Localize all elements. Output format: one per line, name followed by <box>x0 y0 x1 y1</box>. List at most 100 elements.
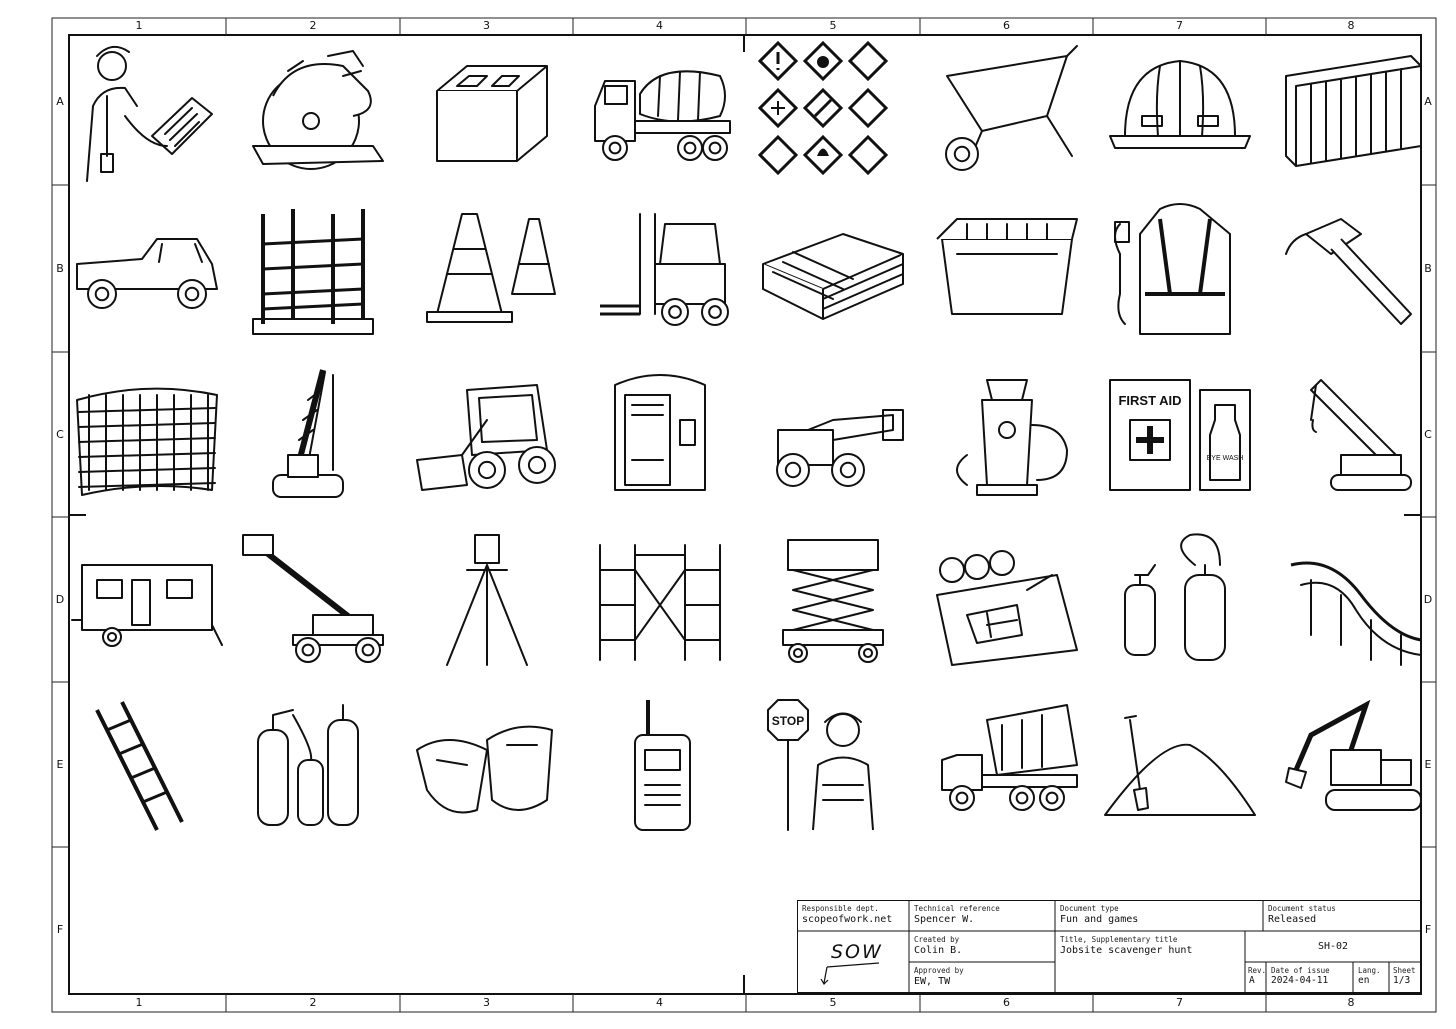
title-value: Jobsite scavenger hunt <box>1060 945 1193 956</box>
scaffolding-icon <box>598 543 721 661</box>
concrete-block-illustration <box>407 36 567 186</box>
created-by-field: Created by Colin B. <box>909 931 1055 962</box>
hazard-symbols-illustration <box>753 36 913 186</box>
logo-underline-arrow <box>820 962 880 985</box>
gas-cylinders-icon <box>257 703 359 826</box>
row-label-left-D: D <box>55 592 65 606</box>
scissor-lift-icon <box>782 538 884 663</box>
dumpster-illustration <box>927 194 1087 344</box>
created-by-value: Colin B. <box>914 945 963 956</box>
row-label-left-F: F <box>56 922 64 936</box>
rebar-cage-icon <box>252 208 374 335</box>
row-label-right-F: F <box>1424 922 1432 936</box>
title-field: Title, Supplementary title Jobsite scave… <box>1055 931 1245 993</box>
column-label-bottom-4: 4 <box>656 996 663 1009</box>
approved-by-field: Approved by EW, TW <box>909 962 1055 993</box>
work-gloves-icon <box>415 725 553 813</box>
date-field: Date of issue 2024-04-11 <box>1266 962 1353 993</box>
portable-toilet-icon <box>613 373 706 491</box>
column-label-bottom-3: 3 <box>483 996 490 1009</box>
crawler-crane-icon <box>1310 378 1412 491</box>
shipping-container-icon <box>1285 54 1422 167</box>
document-status-value: Released <box>1268 914 1317 925</box>
skid-steer-loader-icon <box>415 383 556 491</box>
work-gloves-illustration <box>407 690 567 840</box>
wheelbarrow-illustration <box>927 36 1087 186</box>
row-label-right-E: E <box>1424 757 1432 771</box>
row-label-left-C: C <box>56 427 64 441</box>
date-value: 2024-04-11 <box>1271 975 1329 986</box>
surveying-tripod-icon <box>445 533 528 666</box>
scaffolding-illustration <box>580 525 740 675</box>
two-way-radio-illustration <box>580 690 740 840</box>
dump-truck-icon <box>940 703 1078 811</box>
wheelbarrow-icon <box>944 44 1078 171</box>
worker-with-tablet-illustration <box>67 36 227 186</box>
created-by-label: Created by <box>914 935 960 944</box>
ladder-illustration <box>67 690 227 840</box>
lang-field: Lang. en <box>1353 962 1389 993</box>
column-label-top-2: 2 <box>309 19 317 32</box>
safety-harness-illustration <box>1100 194 1260 344</box>
document-status-field: Document status Released <box>1263 900 1421 931</box>
column-label-top-1: 1 <box>135 19 143 32</box>
column-label-top-7: 7 <box>1176 19 1183 32</box>
column-label-top-8: 8 <box>1347 19 1355 32</box>
boom-lift-illustration <box>233 525 393 675</box>
row-label-right-B: B <box>1424 261 1432 275</box>
circular-saw-illustration <box>233 36 393 186</box>
row-label-left-B: B <box>56 261 64 275</box>
responsible-dept-label: Responsible dept. <box>802 904 879 913</box>
document-type-label: Document type <box>1060 904 1119 913</box>
document-id-value: SH-02 <box>1317 941 1349 952</box>
sand-pile-with-shovel-icon <box>1103 714 1256 816</box>
column-label-bottom-2: 2 <box>309 996 317 1009</box>
fire-extinguishers-illustration <box>1100 525 1260 675</box>
technical-reference-value: Spencer W. <box>914 914 975 925</box>
column-label-bottom-6: 6 <box>1003 996 1010 1009</box>
traffic-cones-icon <box>425 212 556 323</box>
sow-logo-text: SOW <box>831 941 883 963</box>
lumber-stack-illustration <box>753 194 913 344</box>
cement-mixer-truck-illustration <box>580 36 740 186</box>
fire-extinguishers-icon <box>1123 532 1226 661</box>
row-label-left-A: A <box>56 94 64 108</box>
safety-harness-icon <box>1113 202 1231 335</box>
lang-label: Lang. <box>1358 966 1381 975</box>
hazard-symbols-icon <box>757 40 889 175</box>
flagger-with-stop-sign-icon: STOP <box>767 698 874 831</box>
column-label-top-6: 6 <box>1003 19 1010 32</box>
eye-wash-label: EYE WASH <box>1206 455 1243 462</box>
technical-reference-label: Technical reference <box>914 904 1000 913</box>
portable-toilet-illustration <box>580 360 740 510</box>
stop-sign-label: STOP <box>772 714 804 728</box>
column-label-top-3: 3 <box>483 19 490 32</box>
technical-reference-field: Technical reference Spencer W. <box>909 900 1055 931</box>
document-type-value: Fun and games <box>1060 914 1139 925</box>
forklift-illustration <box>580 194 740 344</box>
row-label-right-C: C <box>1424 427 1432 441</box>
pickup-truck-icon <box>76 237 218 309</box>
document-status-label: Document status <box>1268 904 1336 913</box>
title-label: Title, Supplementary title <box>1060 935 1178 944</box>
lumber-stack-icon <box>762 232 904 320</box>
two-way-radio-icon <box>633 699 691 831</box>
shipping-container-illustration <box>1271 36 1431 186</box>
boom-lift-icon <box>242 533 384 663</box>
worker-with-tablet-icon <box>86 45 213 182</box>
claw-hammer-icon <box>1285 217 1412 325</box>
scissor-lift-illustration <box>753 525 913 675</box>
rev-value: A <box>1249 975 1255 986</box>
document-type-field: Document type Fun and games <box>1055 900 1263 931</box>
dumpster-icon <box>935 217 1078 315</box>
pickup-truck-illustration <box>67 194 227 344</box>
sheet-value: 1/3 <box>1393 975 1411 986</box>
formwork-road-icon <box>1290 561 1422 666</box>
telehandler-icon <box>776 408 904 487</box>
ladder-icon <box>95 700 184 831</box>
pile-driver-icon <box>272 368 344 498</box>
hard-hat-illustration <box>1100 36 1260 186</box>
safety-net-illustration <box>67 360 227 510</box>
telehandler-illustration <box>753 360 913 510</box>
